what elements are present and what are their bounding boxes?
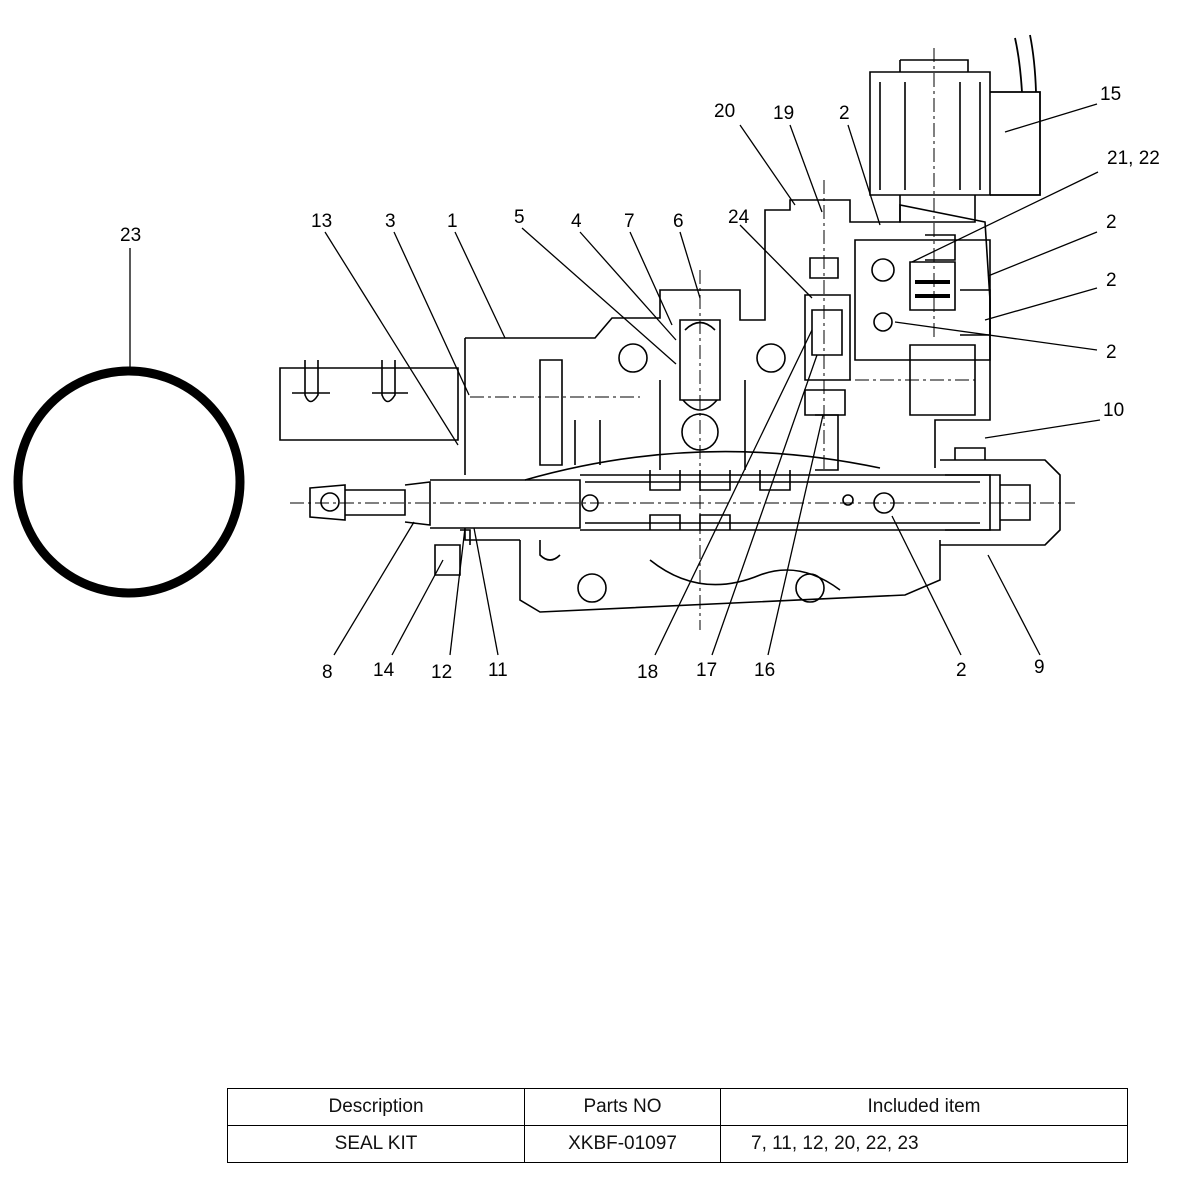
callout-3: 3 xyxy=(385,211,396,232)
callout-5: 5 xyxy=(514,207,525,228)
callout-4: 4 xyxy=(571,211,582,232)
table-header-row: Description Parts NO Included item xyxy=(227,1088,1128,1126)
callout-15: 15 xyxy=(1100,84,1121,105)
callout-14: 14 xyxy=(373,660,395,681)
callout-2-bottom: 2 xyxy=(956,660,967,681)
callout-19: 19 xyxy=(773,103,794,124)
leader-lines xyxy=(129,103,1101,656)
cell-description: SEAL KIT xyxy=(227,1125,525,1163)
callout-10: 10 xyxy=(1103,400,1124,421)
header-included-item: Included item xyxy=(720,1088,1128,1126)
header-description: Description xyxy=(227,1088,525,1126)
center-lines xyxy=(290,48,1075,630)
callout-2-top: 2 xyxy=(839,103,850,124)
callout-13: 13 xyxy=(311,211,332,232)
cell-included-item: 7, 11, 12, 20, 22, 23 xyxy=(720,1125,1128,1163)
o-ring-23 xyxy=(13,366,245,598)
callout-9: 9 xyxy=(1034,657,1045,678)
callout-21-22: 21, 22 xyxy=(1107,148,1160,169)
callout-17: 17 xyxy=(696,660,717,681)
callout-20: 20 xyxy=(714,101,735,122)
callout-2-right-1: 2 xyxy=(1106,212,1117,233)
callout-24: 24 xyxy=(728,207,750,228)
callout-23: 23 xyxy=(120,225,141,246)
callout-12: 12 xyxy=(431,662,452,683)
callout-8: 8 xyxy=(322,662,333,683)
parts-table: Description Parts NO Included item SEAL … xyxy=(227,1088,1128,1163)
callout-6: 6 xyxy=(673,211,684,232)
header-parts-no: Parts NO xyxy=(524,1088,721,1126)
callout-7: 7 xyxy=(624,211,635,232)
valve-body-drawing xyxy=(279,34,1061,613)
cell-parts-no: XKBF-01097 xyxy=(524,1125,721,1163)
table-row: SEAL KIT XKBF-01097 7, 11, 12, 20, 22, 2… xyxy=(227,1125,1128,1163)
callout-18: 18 xyxy=(637,662,658,683)
callout-16: 16 xyxy=(754,660,775,681)
callout-2-right-3: 2 xyxy=(1106,342,1117,363)
callout-2-right-2: 2 xyxy=(1106,270,1117,291)
callout-11: 11 xyxy=(488,660,508,681)
callout-1: 1 xyxy=(447,211,458,232)
callout-labels: 23 13 3 1 5 4 7 6 24 20 19 2 15 21, 22 2… xyxy=(120,84,1160,683)
